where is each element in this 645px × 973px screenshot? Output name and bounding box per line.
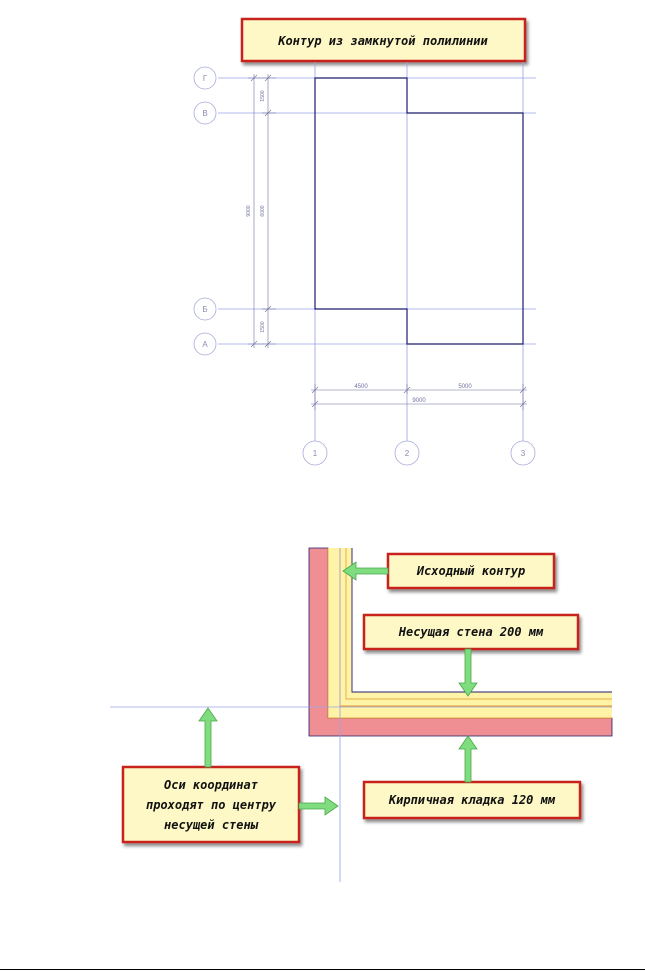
dim-9000-horizontal: 9000 [412, 398, 426, 404]
callout-source-contour: Исходный контур [416, 564, 525, 578]
dim-4500: 4500 [354, 384, 368, 390]
arrow-brickwork [458, 735, 478, 783]
axis-label-1: 1 [313, 449, 318, 458]
closed-polyline-contour [314, 77, 524, 345]
vertical-dimensions [248, 74, 276, 348]
callout-axes-note-line1: Оси координат [164, 778, 258, 792]
axis-label-g: Г [203, 74, 208, 83]
axis-label-v: В [202, 109, 207, 118]
arrow-source-contour [342, 561, 389, 581]
pointer-arrows [198, 561, 478, 816]
callout-bearing-wall: Несущая стена 200 мм [398, 625, 544, 639]
source-contour-line [351, 548, 612, 693]
callout-axes-note-line2: проходят по центру [146, 798, 277, 812]
axis-label-b: Б [202, 305, 207, 314]
axis-label-3: 3 [521, 449, 526, 458]
arrow-horizontal-axis [198, 707, 218, 768]
floor-plan: Контур из замкнутой полилинии Г В Б А [193, 17, 536, 466]
wall-corner-detail [110, 547, 613, 882]
column-axis-bubbles: 1 2 3 [302, 440, 536, 466]
bearing-wall-layer [328, 548, 612, 718]
dim-6000: 6000 [260, 205, 266, 216]
dim-5000: 5000 [458, 384, 472, 390]
axis-label-2: 2 [405, 449, 410, 458]
horizontal-dimensions [311, 384, 527, 410]
column-axis-lines [314, 62, 524, 441]
title-callout [240, 17, 527, 63]
row-axis-bubbles: Г В Б А [193, 66, 217, 356]
dim-1500-bottom: 1500 [260, 321, 266, 332]
axis-label-a: А [202, 340, 208, 349]
callout-axes-note-line3: несущей стены [164, 818, 259, 832]
callout-brickwork: Кирпичная кладка 120 мм [388, 793, 556, 807]
callout-boxes [121, 552, 582, 844]
arrow-vertical-axis [298, 796, 339, 816]
dim-9000-vertical: 9000 [246, 205, 252, 216]
arrow-bearing-wall [458, 648, 478, 697]
page-bottom-rule [0, 969, 645, 970]
dim-1500-top: 1500 [260, 90, 266, 101]
plan-title: Контур из замкнутой полилинии [277, 34, 488, 48]
